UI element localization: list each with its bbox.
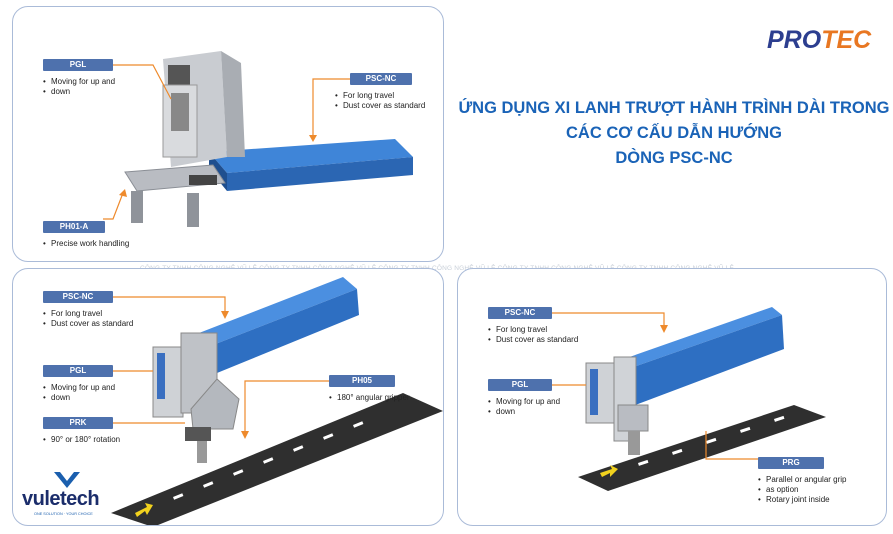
bullet: Moving for up and (488, 397, 560, 407)
prk-bullets: 90° or 180° rotation (43, 435, 120, 445)
bullet: For long travel (43, 309, 133, 319)
ph05-bullets: 180° angular gripper (329, 393, 410, 403)
vuletech-logo: vuletech ONE SOLUTION · YOUR CHOICE (22, 470, 122, 520)
protec-logo: PROTEC (767, 26, 871, 55)
bullet: as option (758, 485, 847, 495)
bullet: For long travel (488, 325, 578, 335)
prg-bullets: Parallel or angular grip as option Rotar… (758, 475, 847, 505)
psc-bullets: For long travel Dust cover as standard (488, 325, 578, 345)
psc-bullets: For long travel Dust cover as standard (43, 309, 133, 329)
road (111, 393, 443, 525)
bullet: Moving for up and (43, 77, 115, 87)
application-panel-1: PGL Moving for up and down PSC-NC For lo… (12, 6, 444, 262)
tag-pgl: PGL (43, 365, 113, 377)
tag-ph05: PH05 (329, 375, 395, 387)
psc-beam-side (628, 315, 784, 407)
bullet: Rotary joint inside (758, 495, 847, 505)
tag-psc-nc: PSC-NC (488, 307, 552, 319)
tag-prk: PRK (43, 417, 113, 429)
road (578, 405, 826, 491)
bullet: down (488, 407, 560, 417)
bullet: Precise work handling (43, 239, 129, 249)
title-line-3: DÒNG PSC-NC (615, 149, 733, 167)
bullet: For long travel (335, 91, 425, 101)
pgl-rod (171, 93, 189, 131)
vuletech-name: vuletech (22, 488, 100, 510)
bullet: Moving for up and (43, 383, 115, 393)
title-line-2: CÁC CƠ CẤU DẪN HƯỚNG (566, 124, 782, 142)
pgl-cover (590, 369, 598, 415)
tag-prg: PRG (758, 457, 824, 469)
tag-pgl: PGL (488, 379, 552, 391)
psc-beam-top (209, 139, 413, 173)
road-arrow (135, 503, 153, 517)
road-arrow (600, 465, 618, 477)
psc-bullets: For long travel Dust cover as standard (335, 91, 425, 111)
panel-1-illustration (103, 51, 413, 227)
bullet: down (43, 87, 115, 97)
pgl-body-side (221, 51, 245, 157)
bullet: Dust cover as standard (43, 319, 133, 329)
application-panel-2: PSC-NC For long travel Dust cover as sta… (12, 268, 444, 526)
pgl-bullets: Moving for up and down (488, 397, 560, 417)
ph01-finger-left (131, 191, 143, 223)
tag-pgl: PGL (43, 59, 113, 71)
panel-2-illustration (111, 277, 443, 525)
psc-beam-side (227, 157, 413, 191)
page-title: ỨNG DỤNG XI LANH TRƯỢT HÀNH TRÌNH DÀI TR… (455, 96, 893, 171)
bullet: 90° or 180° rotation (43, 435, 120, 445)
prg-unit (617, 404, 649, 432)
ph01-clamp (189, 175, 217, 185)
psc-beam-top (618, 307, 782, 369)
bullet: down (43, 393, 115, 403)
bullet: Dust cover as standard (335, 101, 425, 111)
protec-logo-part2: TEC (821, 26, 872, 54)
prg-gripper (628, 431, 640, 455)
bullet: 180° angular gripper (329, 393, 410, 403)
pgl-bullets: Moving for up and down (43, 77, 115, 97)
bracket (190, 378, 240, 430)
road-markings (173, 421, 364, 500)
vuletech-mark-icon (54, 472, 80, 488)
bullet: Dust cover as standard (488, 335, 578, 345)
protec-logo-part1: PRO (767, 26, 822, 54)
ph01-finger-right (187, 193, 199, 227)
vuletech-tagline: ONE SOLUTION · YOUR CHOICE (34, 512, 93, 516)
pgl-motor (168, 65, 190, 87)
ph01-bullets: Precise work handling (43, 239, 129, 249)
tag-psc-nc: PSC-NC (350, 73, 412, 85)
bullet: Parallel or angular grip (758, 475, 847, 485)
psc-beam-top (199, 277, 357, 345)
watermark: CÔNG TY TNHH CÔNG NGHỆ VŨ LÊ CÔNG TY TNH… (140, 265, 735, 272)
panel-3-illustration (552, 307, 826, 491)
pgl-bullets: Moving for up and down (43, 383, 115, 403)
road-markings (638, 415, 785, 466)
psc-beam-side (213, 289, 359, 373)
title-line-1: ỨNG DỤNG XI LANH TRƯỢT HÀNH TRÌNH DÀI TR… (458, 99, 890, 117)
prk-unit (185, 427, 211, 441)
tag-psc-nc: PSC-NC (43, 291, 113, 303)
application-panel-3: PSC-NC For long travel Dust cover as sta… (457, 268, 887, 526)
ph05-gripper (197, 441, 207, 463)
tag-ph01-a: PH01-A (43, 221, 105, 233)
pgl-cover (157, 353, 165, 399)
